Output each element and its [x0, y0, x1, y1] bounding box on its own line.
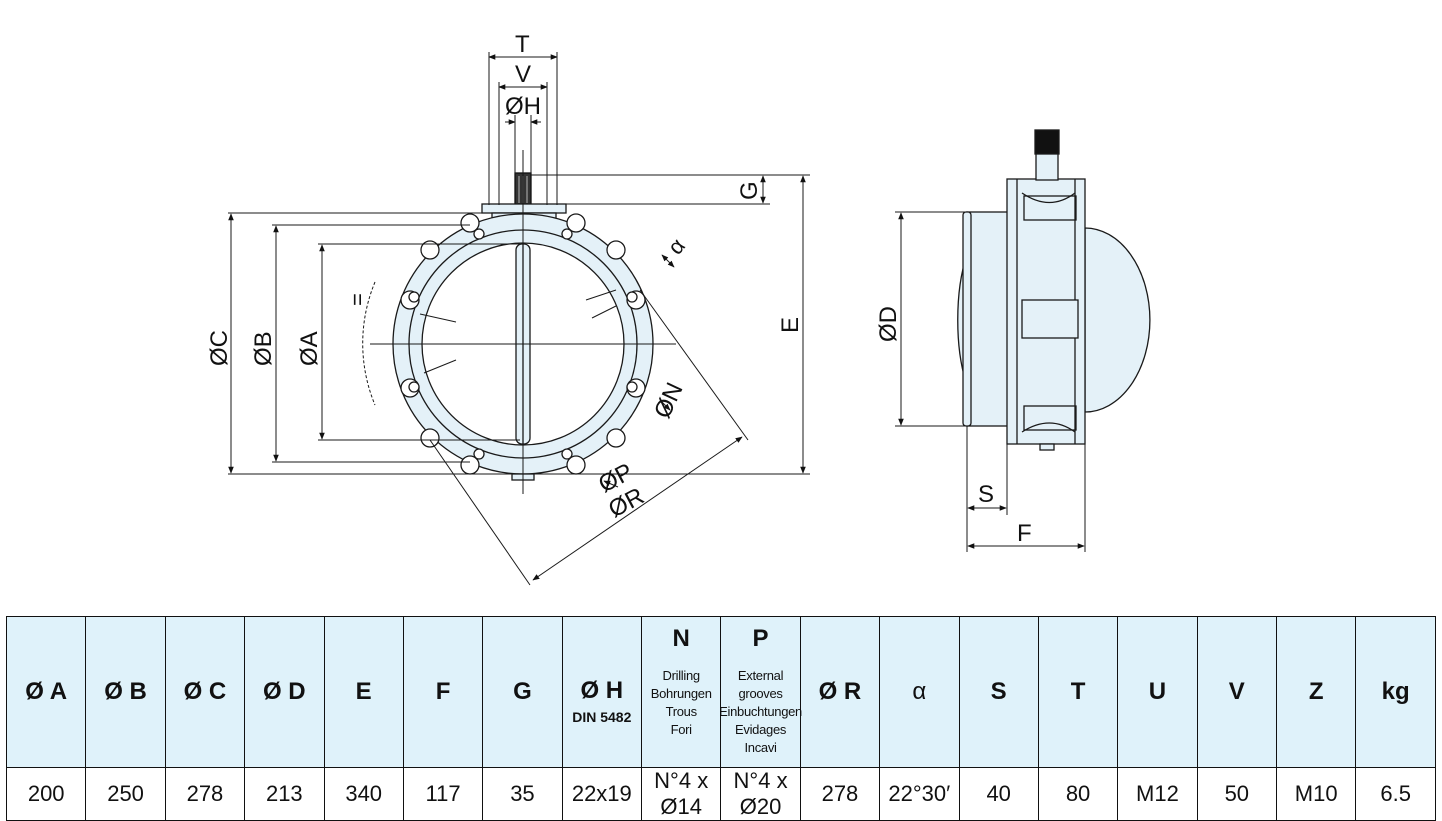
- table-header-row: Ø A Ø B Ø C Ø D E F G Ø H DIN 5482 N Dri…: [5, 616, 1436, 768]
- value-D: 213: [244, 767, 325, 821]
- header-P: P External grooves Einbuchtungen Evidage…: [719, 616, 802, 768]
- value-kg: 6.5: [1355, 767, 1436, 821]
- value-N: N°4 x Ø14: [640, 767, 722, 821]
- value-S: 40: [958, 767, 1039, 821]
- value-F: 117: [402, 767, 484, 821]
- header-A: Ø A: [5, 616, 87, 768]
- header-R: Ø R: [799, 616, 881, 768]
- value-E: 340: [323, 767, 404, 821]
- shaft-cap: [1034, 129, 1060, 155]
- header-Z: Z: [1275, 616, 1357, 768]
- value-C: 278: [164, 767, 246, 821]
- value-V: 50: [1196, 767, 1278, 821]
- value-B: 250: [85, 767, 166, 821]
- dimension-table: Ø A Ø B Ø C Ø D E F G Ø H DIN 5482 N Dri…: [5, 616, 1436, 821]
- label-D: ØD: [875, 306, 902, 342]
- label-T: T: [515, 31, 530, 58]
- label-G: G: [736, 181, 763, 200]
- label-alpha: α: [663, 233, 691, 259]
- table-values-row: 200 250 278 213 340 117 35 22x19 N°4 x Ø…: [5, 767, 1436, 821]
- label-E: E: [777, 317, 804, 333]
- label-B: ØB: [250, 331, 277, 366]
- header-kg: kg: [1355, 616, 1436, 768]
- side-dimensions: [895, 211, 1086, 552]
- label-A: ØA: [296, 331, 323, 366]
- header-G: G: [482, 616, 563, 768]
- value-P: N°4 x Ø20: [720, 767, 801, 821]
- front-view: [370, 150, 676, 494]
- value-T: 80: [1037, 767, 1119, 821]
- label-U: =: [345, 293, 370, 306]
- header-C: Ø C: [164, 616, 246, 768]
- value-alpha: 22°30′: [879, 767, 960, 821]
- label-S: S: [978, 481, 994, 508]
- label-H: ØH: [505, 93, 541, 120]
- label-F: F: [1017, 520, 1032, 547]
- header-V: V: [1196, 616, 1278, 768]
- valve-drawing: T V ØH G E ØC ØB ØA α = ØN ØP ØR: [206, 31, 1151, 586]
- header-D: Ø D: [244, 616, 325, 768]
- top-flange-plate: [481, 203, 567, 214]
- side-view: [957, 129, 1151, 451]
- header-U: U: [1117, 616, 1198, 768]
- header-T: T: [1037, 616, 1119, 768]
- value-U: M12: [1117, 767, 1198, 821]
- label-C: ØC: [206, 330, 233, 366]
- label-N: ØN: [649, 378, 689, 422]
- header-F: F: [402, 616, 484, 768]
- label-V: V: [515, 61, 531, 88]
- header-S: S: [958, 616, 1039, 768]
- header-E: E: [323, 616, 404, 768]
- value-A: 200: [5, 767, 87, 821]
- hub-cylinder: [966, 211, 1010, 427]
- front-dimensions: [228, 52, 810, 586]
- header-alpha: α: [879, 616, 960, 768]
- value-G: 35: [482, 767, 563, 821]
- value-R: 278: [799, 767, 881, 821]
- value-Z: M10: [1275, 767, 1357, 821]
- value-H: 22x19: [561, 767, 643, 821]
- header-N: N Drilling Bohrungen Trous Fori: [640, 616, 722, 768]
- header-B: Ø B: [85, 616, 166, 768]
- header-H: Ø H DIN 5482: [561, 616, 643, 768]
